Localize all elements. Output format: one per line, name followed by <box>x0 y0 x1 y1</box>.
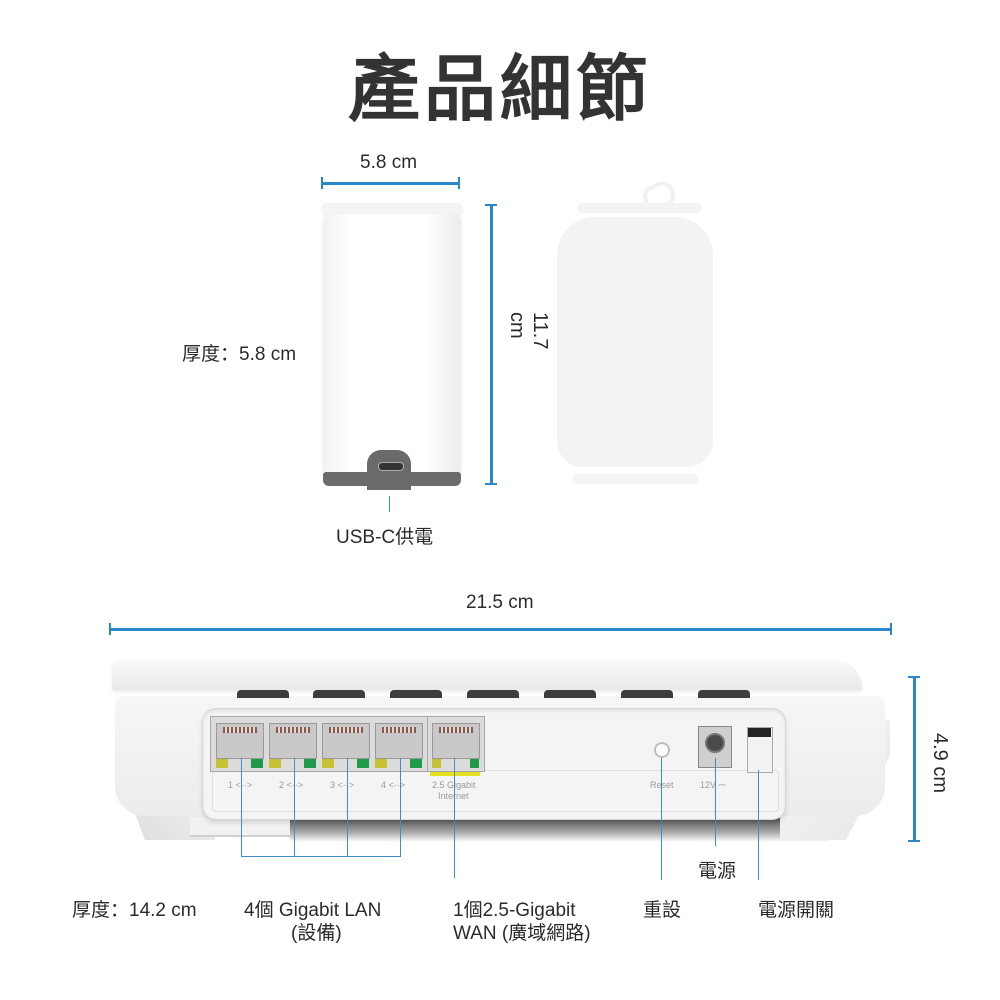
lan-port-label-2: 2 <··> <box>279 780 304 790</box>
dimension-tick <box>109 623 111 635</box>
activity-led-icon <box>470 759 479 768</box>
page-title: 產品細節 <box>347 47 652 131</box>
power-label: 電源 <box>698 861 737 882</box>
router-width-label: 21.5 cm <box>466 592 534 613</box>
power-callout-line <box>715 758 716 846</box>
lan-callout-line <box>400 758 401 856</box>
wan-highlight-bar <box>430 772 480 776</box>
vent-slot <box>467 690 519 698</box>
wan-callout-line <box>454 758 455 878</box>
vent-slot <box>237 690 289 698</box>
link-led-icon <box>432 759 441 768</box>
router-height-label: 4.9 cm <box>929 733 951 794</box>
router-depth-label: 厚度：14.2 cm <box>72 900 197 921</box>
dimension-tick <box>485 204 497 206</box>
node-width-dimension-line <box>322 182 460 185</box>
wan-port-label-line2: Internet <box>438 791 469 801</box>
mesh-node-cap <box>322 203 462 216</box>
node-height-dimension-line <box>490 205 493 485</box>
lan-callout-bracket <box>241 856 401 857</box>
usb-callout-line <box>389 496 390 512</box>
node-height-label: 11.7 cm <box>506 312 551 350</box>
power-switch-rocker <box>748 728 771 737</box>
wan-callout-label-line2: WAN (廣域網路) <box>453 923 591 944</box>
lan-callout-line <box>294 758 295 856</box>
power-switch-label: 電源開關 <box>758 900 835 921</box>
lan-callout-label-line2: (設備) <box>291 923 342 944</box>
can-rim <box>577 203 702 213</box>
router-foot <box>190 817 290 837</box>
router-width-dimension-line <box>110 628 892 631</box>
port-label-strip <box>212 770 779 812</box>
lan-port-label-3: 3 <··> <box>330 780 355 790</box>
lan-callout-line <box>347 758 348 856</box>
wan-callout-label-line1: 1個2.5-Gigabit <box>453 900 576 921</box>
power-port-label: 12V ⎓ <box>700 780 726 790</box>
reset-label: 重設 <box>643 900 682 921</box>
router-height-dimension-line <box>913 677 916 842</box>
dimension-tick <box>908 840 920 842</box>
ethernet-port-4 <box>375 723 423 759</box>
activity-led-icon <box>304 759 316 768</box>
router-shadow <box>290 818 830 842</box>
router-lid <box>112 660 862 690</box>
vent-slot <box>621 690 673 698</box>
ethernet-port-2 <box>269 723 317 759</box>
reset-callout-line <box>661 758 662 880</box>
mesh-node-image <box>323 214 461 474</box>
vent-slot <box>698 690 750 698</box>
reset-button <box>654 742 670 758</box>
dc-jack-icon <box>705 733 725 753</box>
ethernet-port-3 <box>322 723 370 759</box>
dimension-tick <box>485 483 497 485</box>
node-depth-label: 厚度：5.8 cm <box>182 344 297 365</box>
usb-c-port-icon <box>378 462 404 471</box>
dimension-tick <box>458 177 460 189</box>
activity-led-icon <box>251 759 263 768</box>
dimension-tick <box>890 623 892 635</box>
vent-slot <box>544 690 596 698</box>
link-led-icon <box>375 759 387 768</box>
link-led-icon <box>216 759 228 768</box>
vent-slot <box>390 690 442 698</box>
ethernet-port-wan <box>432 723 480 759</box>
switch-callout-line <box>758 770 759 880</box>
wan-port-label-line1: 2.5 Gigabit <box>432 780 476 790</box>
lan-callout-label-line1: 4個 Gigabit LAN <box>244 900 382 921</box>
soda-can-icon <box>557 217 713 467</box>
usb-c-power-label: USB-C供電 <box>336 527 434 548</box>
can-base <box>572 474 698 484</box>
link-led-icon <box>322 759 334 768</box>
lan-ports-block <box>210 716 428 772</box>
activity-led-icon <box>357 759 369 768</box>
dimension-tick <box>908 676 920 678</box>
lan-port-label-4: 4 <··> <box>381 780 406 790</box>
lan-callout-line <box>241 758 242 856</box>
ethernet-port-1 <box>216 723 264 759</box>
lan-port-label-1: 1 <··> <box>228 780 253 790</box>
activity-led-icon <box>410 759 422 768</box>
link-led-icon <box>269 759 281 768</box>
vent-slot <box>313 690 365 698</box>
dimension-tick <box>321 177 323 189</box>
wan-port-block <box>427 716 485 772</box>
node-width-label: 5.8 cm <box>360 152 418 173</box>
